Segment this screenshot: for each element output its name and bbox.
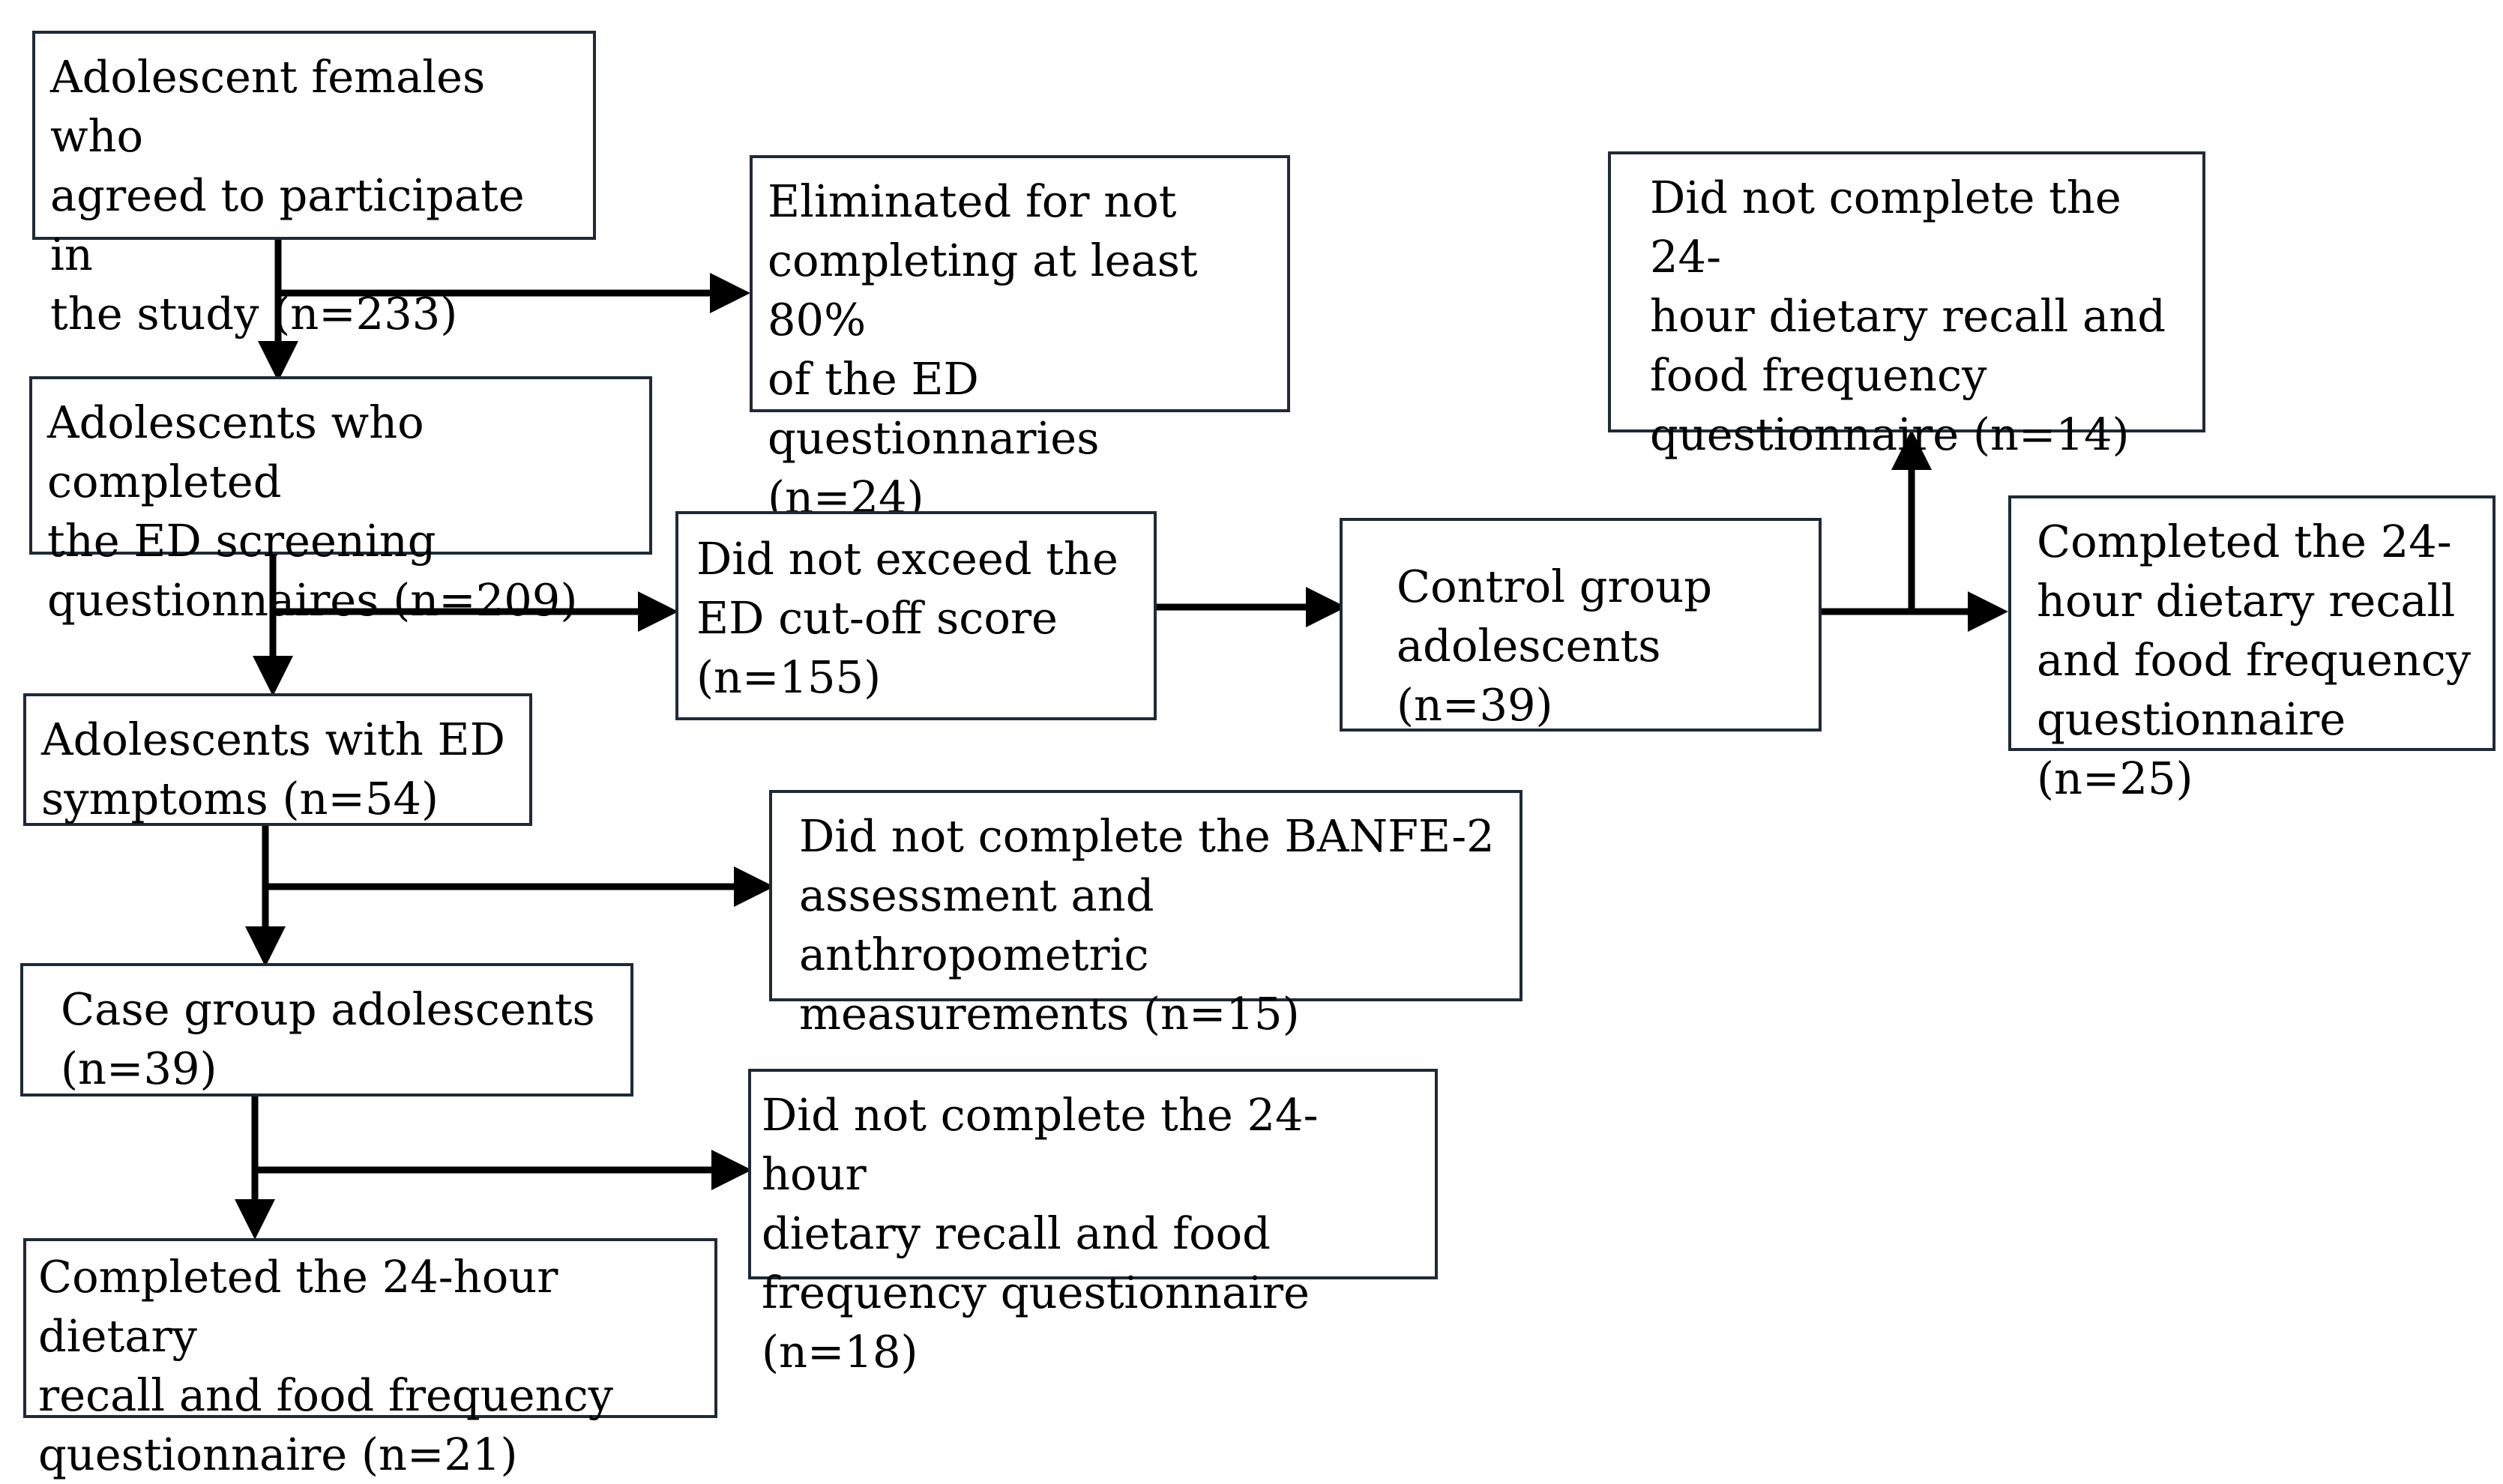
ed-symptoms-box: Adolescents with ED symptoms (n=54) (23, 693, 532, 826)
control-not-complete-box: Did not complete the 24- hour dietary re… (1608, 151, 2205, 460)
case-not-complete-box: Did not complete the 24-hour dietary rec… (748, 1069, 1438, 1378)
connector-arrows (235, 240, 2008, 1240)
not-exceed-box: Did not exceed the ED cut-off score (n=1… (675, 511, 1157, 720)
case-group-box: Case group adolescents (n=39) (20, 963, 633, 1097)
eliminated-box: Eliminated for not completing at least 8… (750, 155, 1290, 523)
case-completed-box: Completed the 24-hour dietary recall and… (23, 1238, 717, 1480)
completed-screening-box: Adolescents who completed the ED screeni… (29, 376, 652, 626)
flow-diagram: Adolescent females who agreed to partici… (20, 31, 2496, 1480)
banfe-not-complete-box: Did not complete the BANFE-2 assessment … (769, 790, 1522, 1040)
participants-box: Adolescent females who agreed to partici… (32, 31, 596, 340)
control-completed-box: Completed the 24- hour dietary recall an… (2008, 495, 2496, 804)
control-group-box: Control group adolescents (n=39) (1340, 518, 1822, 732)
